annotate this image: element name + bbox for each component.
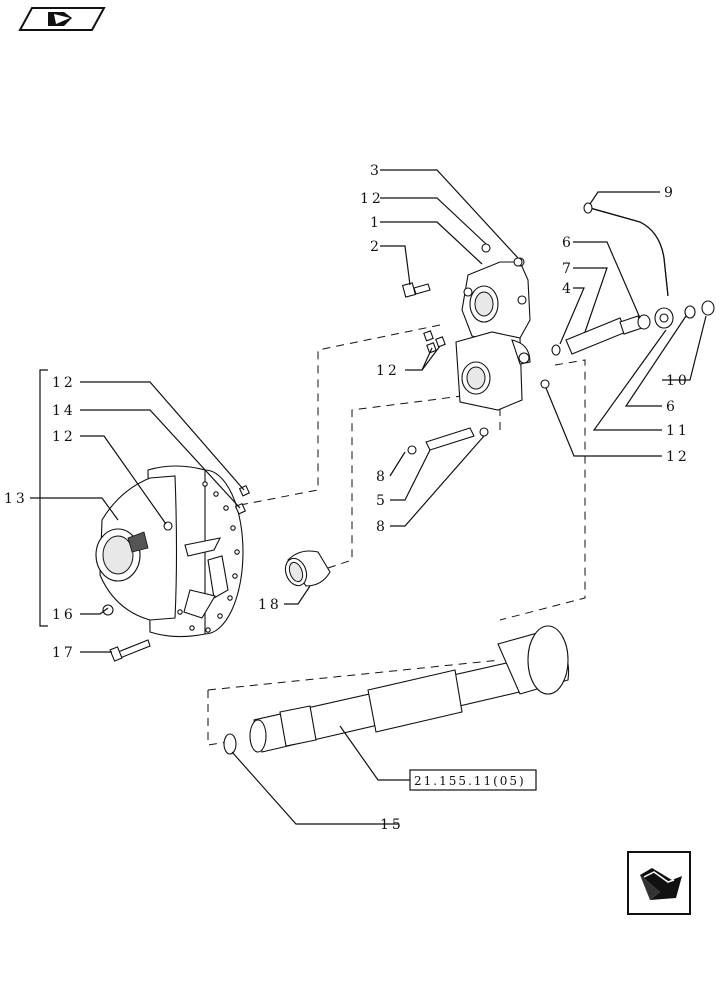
label-6: 6 bbox=[562, 235, 574, 251]
fitting bbox=[551, 315, 643, 356]
label-9: 9 bbox=[664, 185, 676, 201]
label-12: 12 bbox=[376, 363, 400, 379]
label-18: 18 bbox=[258, 597, 282, 613]
assembly-line-sleeve bbox=[327, 394, 471, 569]
label-6: 6 bbox=[666, 399, 678, 415]
label-14: 14 bbox=[52, 403, 76, 419]
book-icon[interactable] bbox=[18, 7, 106, 31]
next-arrow-icon[interactable] bbox=[627, 851, 691, 915]
bolt-2 bbox=[401, 282, 431, 298]
label-15: 15 bbox=[380, 817, 404, 833]
housing-plug-screws bbox=[234, 484, 251, 515]
assembly-line-housing bbox=[239, 324, 441, 506]
label-16: 16 bbox=[52, 607, 76, 623]
label-7: 7 bbox=[562, 261, 574, 277]
label-12: 12 bbox=[52, 429, 76, 445]
drive-shaft bbox=[223, 625, 570, 755]
label-4: 4 bbox=[562, 281, 574, 297]
sleeve bbox=[284, 550, 331, 587]
label-11: 11 bbox=[666, 423, 690, 439]
label-12: 12 bbox=[360, 191, 384, 207]
label-8: 8 bbox=[376, 519, 388, 535]
assembly-line-shaft bbox=[207, 690, 229, 746]
label-5: 5 bbox=[376, 493, 388, 509]
label-12: 12 bbox=[666, 449, 690, 465]
assembly-line-right bbox=[499, 359, 586, 621]
reference-box[interactable] bbox=[409, 769, 537, 791]
label-13: 13 bbox=[4, 491, 28, 507]
reference-link[interactable]: 21.155.11(05) bbox=[414, 774, 526, 788]
pin bbox=[407, 427, 489, 455]
support-block bbox=[455, 331, 550, 411]
pipe bbox=[583, 202, 715, 330]
assembly-line-shaft-top bbox=[207, 659, 501, 691]
label-2: 2 bbox=[370, 239, 382, 255]
label-17: 17 bbox=[52, 645, 76, 661]
label-8: 8 bbox=[376, 469, 388, 485]
label-1: 1 bbox=[370, 215, 382, 231]
label-10: 10 bbox=[666, 373, 690, 389]
label-12: 12 bbox=[52, 375, 76, 391]
bolt bbox=[109, 639, 151, 662]
bracket bbox=[461, 243, 531, 343]
leader-lines bbox=[30, 169, 707, 825]
o-ring-3 bbox=[513, 257, 523, 267]
label-3: 3 bbox=[370, 163, 382, 179]
screws-12 bbox=[423, 330, 446, 354]
final-drive-housing bbox=[95, 465, 244, 638]
